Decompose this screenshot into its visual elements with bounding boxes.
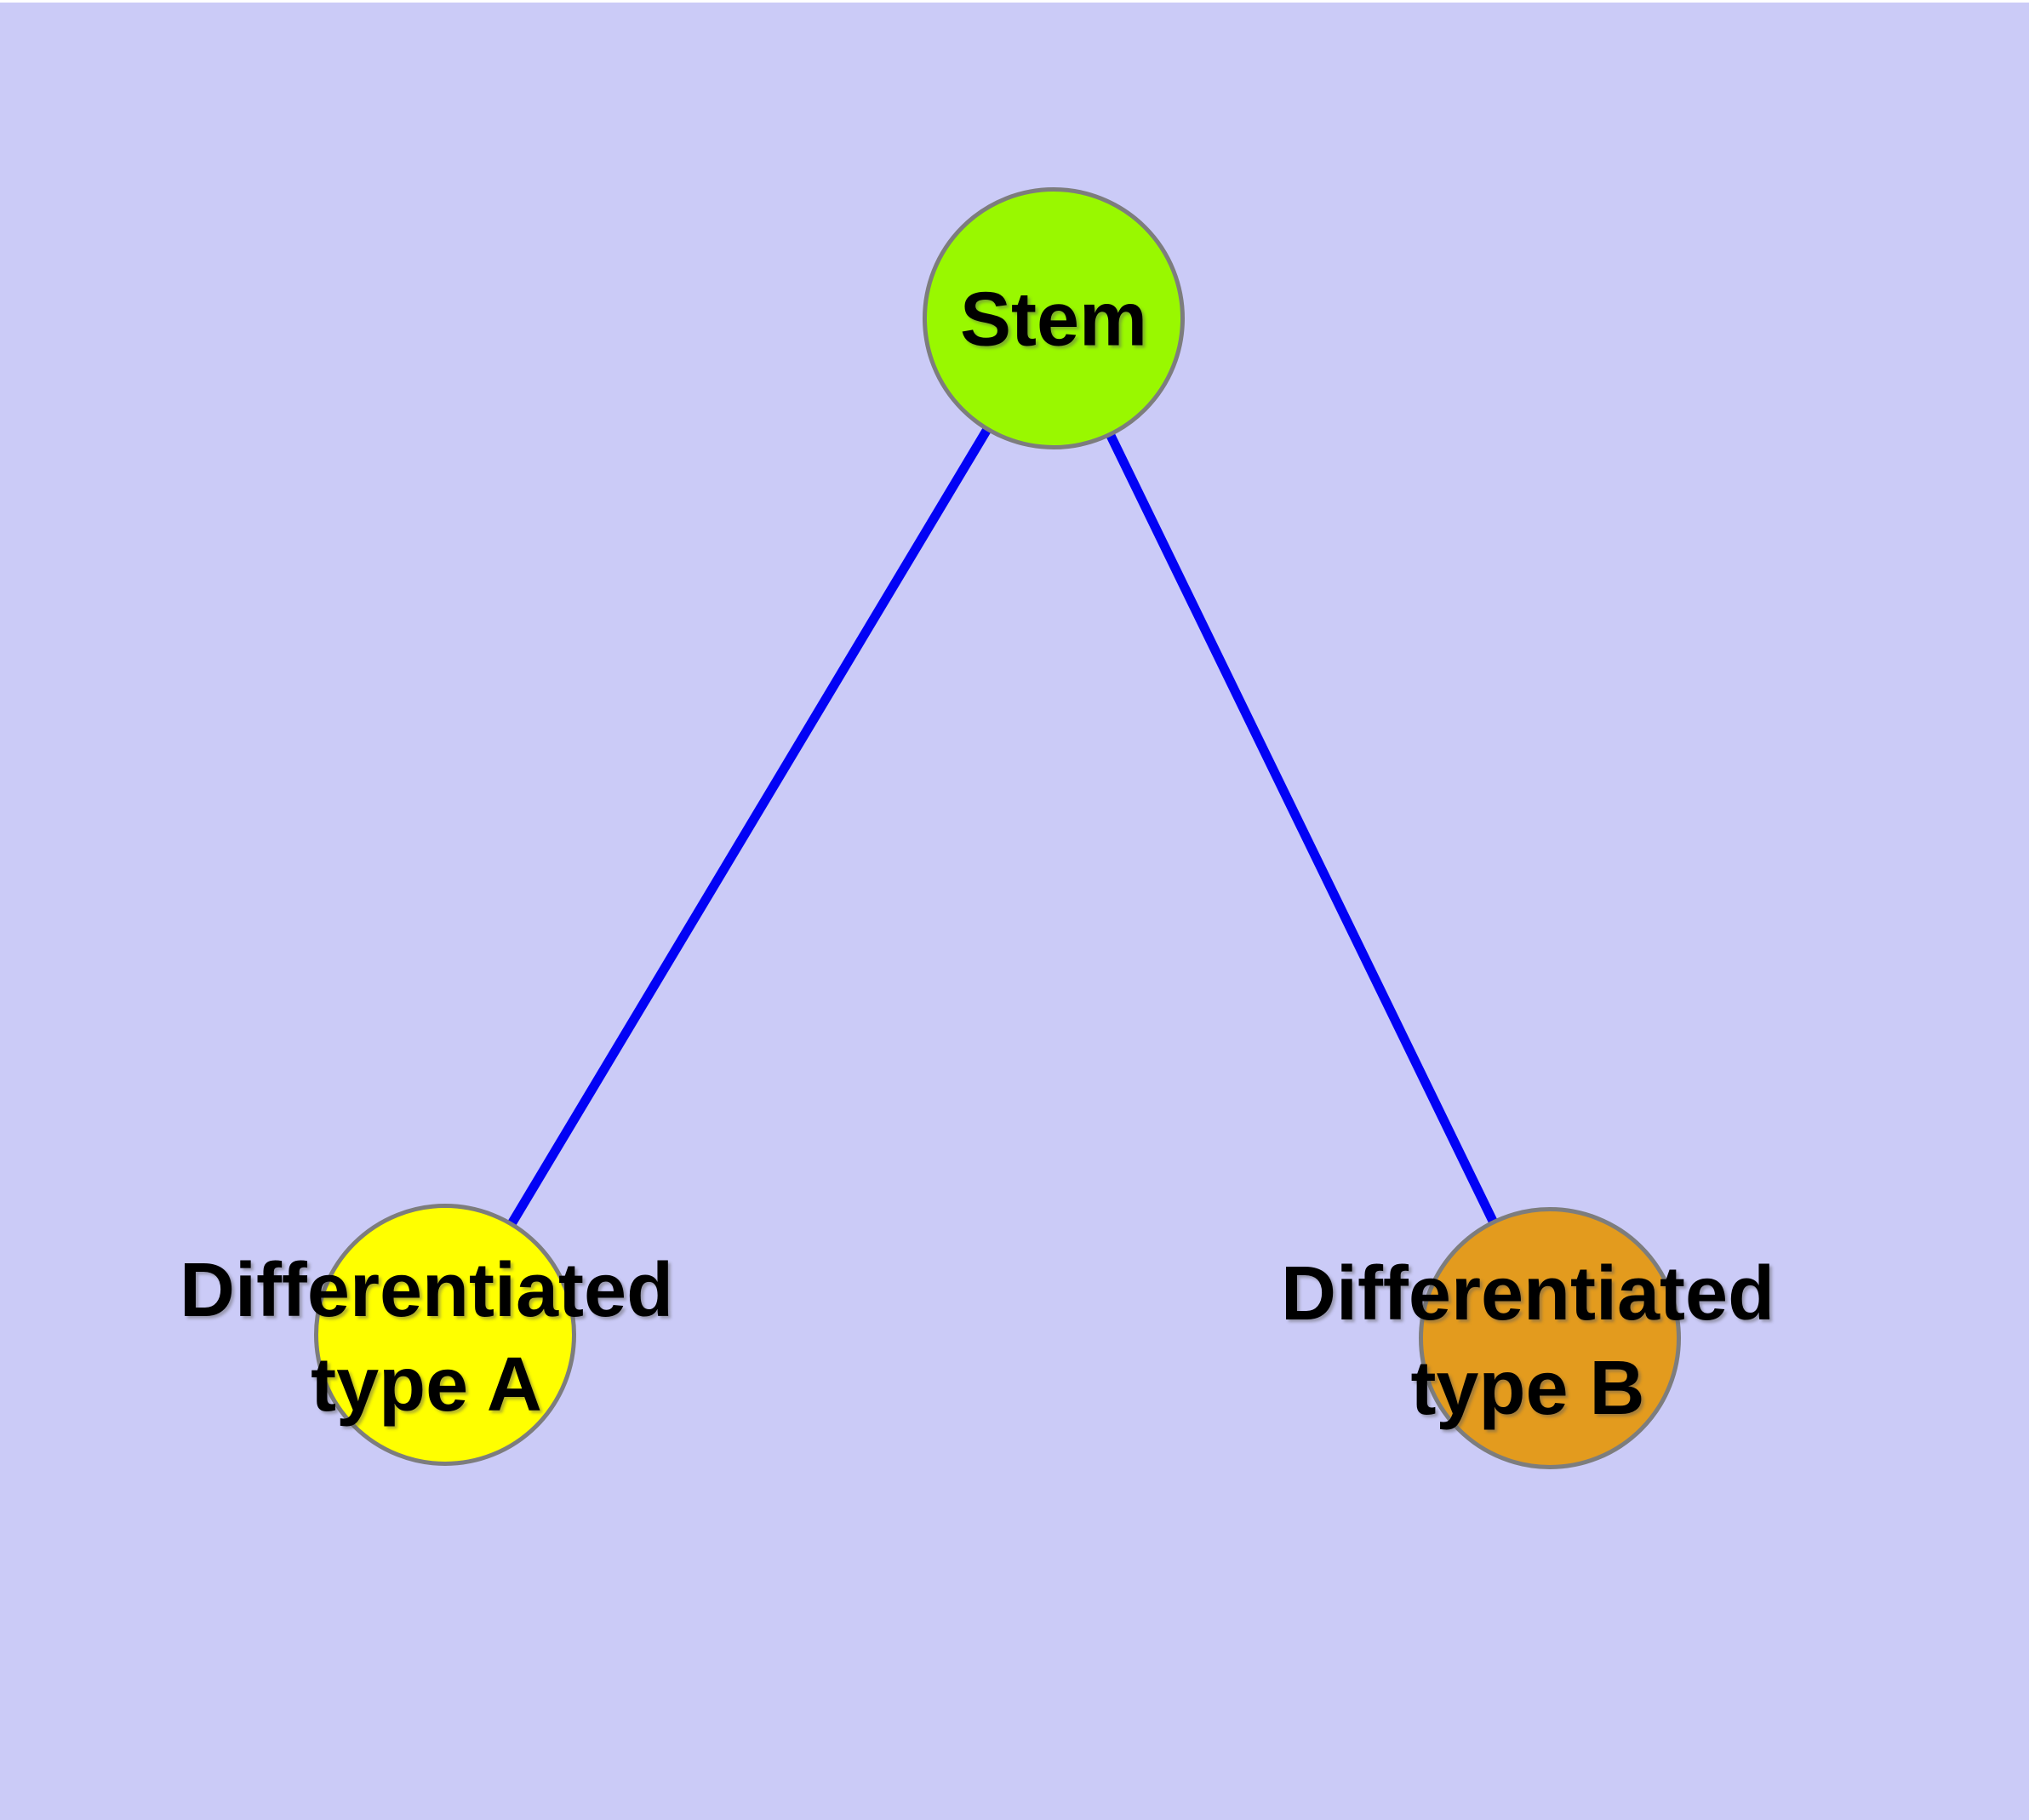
edge-stem-typeB	[1049, 316, 1554, 1341]
edge-stem-typeA	[441, 316, 1058, 1337]
node-typeB[interactable]	[1419, 1207, 1681, 1469]
node-stem[interactable]	[923, 187, 1185, 449]
node-typeA[interactable]	[314, 1204, 576, 1466]
top-margin-strip	[0, 0, 2029, 3]
